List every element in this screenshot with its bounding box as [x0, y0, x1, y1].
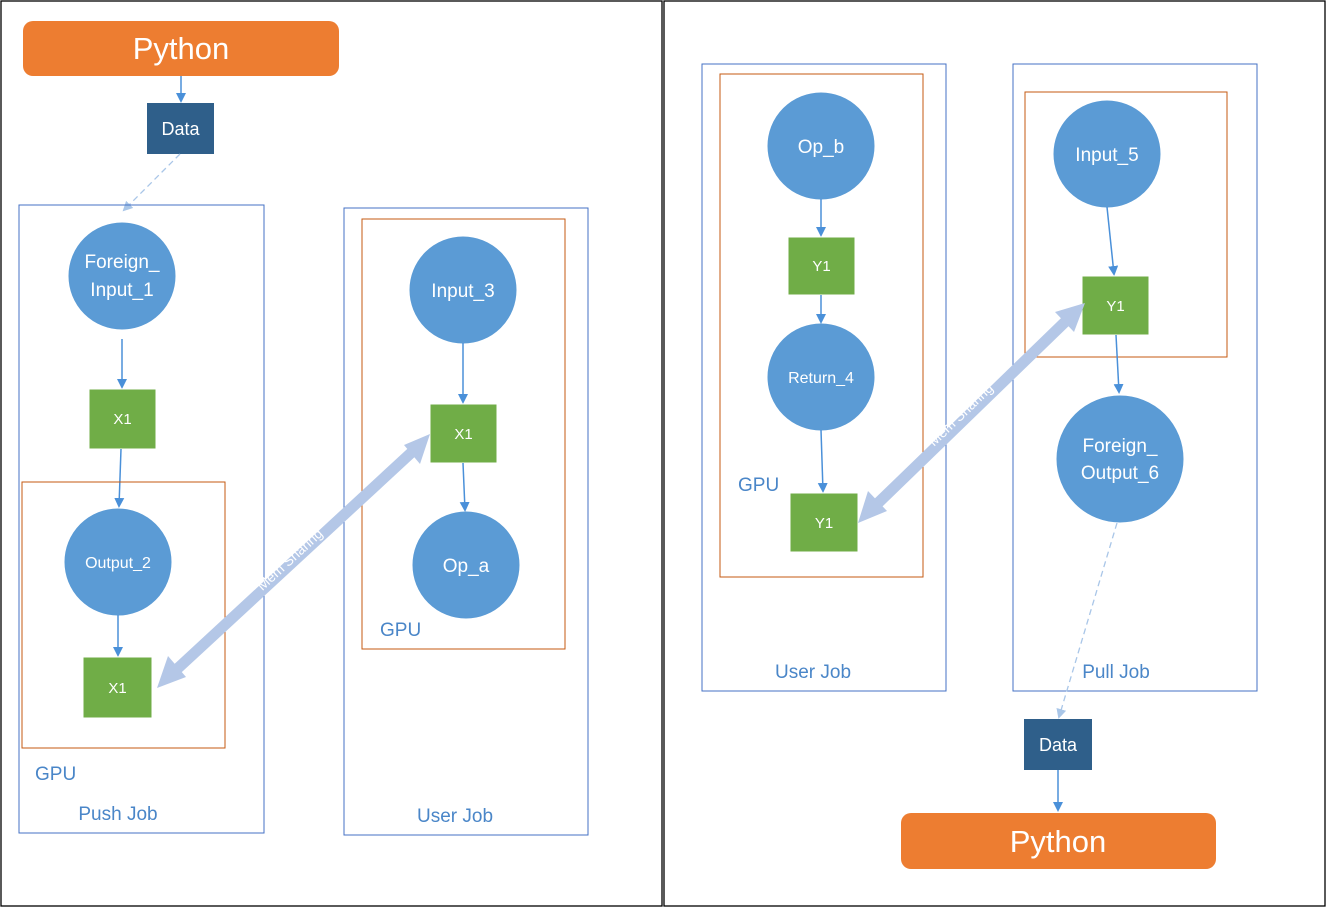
python-sink-label: Python	[1010, 824, 1107, 859]
return-to-y1-arrow	[817, 429, 828, 493]
push-job-box	[18, 204, 265, 834]
python-source-box	[23, 21, 339, 76]
push-tensor-x1-bottom	[82, 656, 153, 719]
user-tensor-x1	[429, 403, 498, 464]
pull-tensor-y1	[1081, 275, 1150, 336]
op-a-label: Op_a	[443, 556, 490, 577]
right-user-job-title: User Job	[775, 662, 851, 683]
pull-job-title: Pull Job	[1082, 662, 1150, 683]
foreign-input-label-line1: Foreign_	[85, 252, 160, 273]
input5-label: Input_5	[1075, 145, 1138, 166]
foreign-output-to-data-arrow	[1056, 522, 1118, 719]
right-user-tensor-y1-bottom	[789, 492, 859, 553]
data-output-box	[1024, 719, 1092, 770]
foreign-output-label-line2: Output_6	[1081, 463, 1159, 484]
python-sink-box	[901, 813, 1216, 869]
right-panel	[663, 0, 1326, 907]
right-user-tensor-y1-top-label: Y1	[812, 258, 830, 275]
push-job-title: Push Job	[78, 804, 157, 825]
pull-tensor-y1-label: Y1	[1106, 298, 1124, 315]
left-user-gpu-box	[361, 218, 566, 650]
x1-to-output-arrow	[114, 448, 125, 508]
python-source-label: Python	[133, 31, 230, 66]
output-node-label: Output_2	[85, 555, 151, 572]
right-user-tensor-y1-top	[787, 236, 856, 296]
push-gpu-box	[21, 481, 226, 749]
push-gpu-label: GPU	[35, 764, 76, 785]
right-user-gpu-box	[719, 73, 924, 578]
left-panel	[0, 0, 663, 907]
user-tensor-x1-label: X1	[454, 426, 472, 443]
push-tensor-x1-top-label: X1	[113, 411, 131, 428]
foreign-output-node	[1056, 395, 1184, 523]
left-user-job-title: User Job	[417, 806, 493, 827]
right-user-gpu-label: GPU	[738, 475, 779, 496]
data-output-label: Data	[1039, 735, 1078, 755]
pull-gpu-box	[1024, 91, 1228, 358]
return-node-label: Return_4	[788, 370, 854, 387]
input3-label: Input_3	[431, 281, 494, 302]
data-input-label: Data	[161, 119, 200, 139]
right-user-tensor-y1-bottom-label: Y1	[815, 515, 833, 532]
left-user-gpu-label: GPU	[380, 620, 421, 641]
data-input-box	[147, 103, 214, 154]
right-user-job-box	[701, 63, 947, 692]
op-b-label: Op_b	[798, 137, 844, 158]
foreign-output-label-line1: Foreign_	[1083, 436, 1158, 457]
input5-to-y1-arrow	[1106, 206, 1119, 276]
y1-to-foreign-output-arrow	[1113, 334, 1124, 394]
foreign-input-label-line2: Input_1	[90, 280, 153, 301]
data-to-foreign-input-arrow	[122, 153, 181, 212]
foreign-input-node	[68, 222, 176, 330]
push-tensor-x1-top	[88, 388, 157, 450]
op-a-node	[412, 511, 520, 619]
x1-to-op-a-arrow	[459, 462, 470, 512]
push-tensor-x1-bottom-label: X1	[108, 680, 126, 697]
